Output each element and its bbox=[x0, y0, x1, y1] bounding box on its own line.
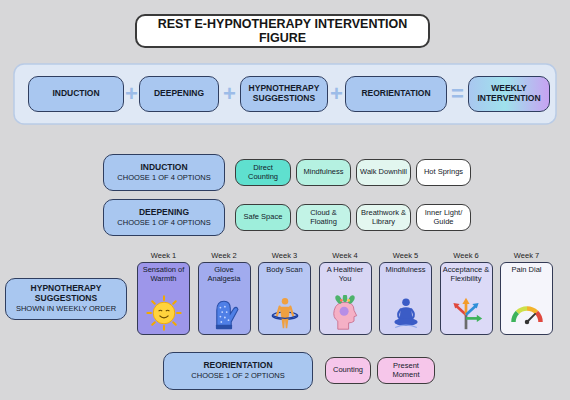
week-card: Week 2Glove Analgesia bbox=[198, 262, 251, 335]
week-icon bbox=[327, 295, 363, 331]
box-title: INDUCTION bbox=[52, 89, 99, 99]
option-box: Safe Space bbox=[235, 204, 291, 231]
week-label: Week 6 bbox=[435, 251, 498, 261]
step-box: REORIENTATIONCHOOSE 1 OF 2 OPTIONS bbox=[163, 352, 313, 390]
option-box: Cloud & Floating bbox=[296, 204, 351, 231]
operator-sign: + bbox=[327, 82, 347, 106]
week-label: Week 7 bbox=[495, 251, 558, 261]
card-title: Pain Dial bbox=[511, 266, 541, 275]
week-label: Week 4 bbox=[314, 251, 377, 261]
box-title: Breathwork & Library bbox=[360, 209, 407, 226]
week-label: Week 3 bbox=[253, 251, 316, 261]
box-title: WEEKLY INTERVENTION bbox=[473, 84, 545, 104]
box-subtitle: CHOOSE 1 OF 2 OPTIONS bbox=[191, 372, 284, 381]
result-box: WEEKLY INTERVENTION bbox=[468, 76, 550, 112]
week-icon bbox=[388, 295, 424, 331]
week-card: Week 3Body Scan bbox=[258, 262, 311, 335]
title-box: REST E-HYPNOTHERAPY INTERVENTION FIGURE bbox=[135, 14, 430, 48]
option-box: Hot Springs bbox=[416, 159, 471, 186]
box-title: HYPNOTHERAPY SUGGESTIONS bbox=[10, 284, 122, 304]
box-title: REORIENTATION bbox=[203, 361, 272, 371]
week-icon bbox=[146, 295, 182, 331]
formula-box: HYPNOTHERAPY SUGGESTIONS bbox=[240, 76, 328, 112]
option-box: Breathwork & Library bbox=[356, 204, 411, 231]
operator-text: + bbox=[220, 82, 240, 106]
box-title: DEEPENING bbox=[154, 89, 204, 99]
card-title: Mindfulness bbox=[385, 266, 425, 275]
box-title: Counting bbox=[333, 366, 363, 375]
formula-band bbox=[14, 64, 556, 124]
box-title: Direct Counting bbox=[239, 164, 287, 181]
box-subtitle: CHOOSE 1 OF 4 OPTIONS bbox=[117, 174, 210, 183]
operator-sign: + bbox=[122, 82, 142, 106]
week-card: Week 7Pain Dial bbox=[500, 262, 553, 335]
box-title: Present Moment bbox=[381, 362, 431, 379]
week-card: Week 5Mindfulness bbox=[379, 262, 432, 335]
box-title: REORIENTATION bbox=[361, 89, 430, 99]
option-box: Walk Downhill bbox=[356, 159, 411, 186]
option-box: Present Moment bbox=[377, 357, 435, 384]
week-card: Week 6Acceptance & Flexibility bbox=[440, 262, 493, 335]
box-title: Mindfulness bbox=[303, 168, 343, 177]
operator-text: = bbox=[448, 82, 468, 106]
week-icon bbox=[509, 295, 545, 331]
week-icon bbox=[206, 295, 242, 331]
step-box: DEEPENINGCHOOSE 1 OF 4 OPTIONS bbox=[103, 199, 225, 236]
box-subtitle: SHOWN IN WEEKLY ORDER bbox=[16, 305, 116, 314]
box-subtitle: CHOOSE 1 OF 4 OPTIONS bbox=[117, 219, 210, 228]
card-title: Acceptance & Flexibility bbox=[443, 266, 490, 283]
box-title: Hot Springs bbox=[424, 168, 463, 177]
box-title: HYPNOTHERAPY SUGGESTIONS bbox=[245, 84, 323, 104]
week-card: Week 4A Healthier You bbox=[319, 262, 372, 335]
week-label: Week 1 bbox=[132, 251, 195, 261]
operator-sign: + bbox=[220, 82, 240, 106]
box-title: Inner Light/ Guide bbox=[420, 209, 467, 226]
box-title: Cloud & Floating bbox=[300, 209, 347, 226]
icon-graphic bbox=[394, 298, 417, 327]
icon-graphic bbox=[216, 301, 238, 329]
week-card: Week 1Sensation of Warmth bbox=[137, 262, 190, 335]
box-title: INDUCTION bbox=[140, 163, 187, 173]
option-box: Direct Counting bbox=[235, 159, 291, 186]
title-text: REST E-HYPNOTHERAPY INTERVENTION FIGURE bbox=[137, 17, 428, 45]
week-label: Week 5 bbox=[374, 251, 437, 261]
formula-box: DEEPENING bbox=[139, 76, 219, 112]
operator-sign: = bbox=[448, 82, 468, 106]
formula-box: INDUCTION bbox=[28, 76, 124, 112]
icon-graphic bbox=[272, 298, 297, 328]
option-box: Counting bbox=[325, 357, 371, 384]
icon-graphic bbox=[147, 296, 180, 329]
step-box: HYPNOTHERAPY SUGGESTIONSSHOWN IN WEEKLY … bbox=[5, 278, 127, 320]
week-label: Week 2 bbox=[193, 251, 256, 261]
box-title: DEEPENING bbox=[139, 208, 189, 218]
icon-graphic bbox=[513, 309, 540, 325]
operator-text: + bbox=[122, 82, 142, 106]
card-title: Sensation of Warmth bbox=[140, 266, 187, 283]
icon-graphic bbox=[453, 298, 482, 330]
step-box: INDUCTIONCHOOSE 1 OF 4 OPTIONS bbox=[103, 154, 225, 191]
formula-box: REORIENTATION bbox=[345, 76, 447, 112]
box-title: Safe Space bbox=[244, 213, 283, 222]
week-icon bbox=[448, 295, 484, 331]
box-title: Walk Downhill bbox=[360, 168, 407, 177]
icon-graphic bbox=[334, 295, 357, 329]
week-icon bbox=[267, 295, 303, 331]
option-box: Inner Light/ Guide bbox=[416, 204, 471, 231]
card-title: A Healthier You bbox=[322, 266, 369, 283]
operator-text: + bbox=[327, 82, 347, 106]
card-title: Glove Analgesia bbox=[201, 266, 248, 283]
card-title: Body Scan bbox=[266, 266, 302, 275]
option-box: Mindfulness bbox=[296, 159, 351, 186]
